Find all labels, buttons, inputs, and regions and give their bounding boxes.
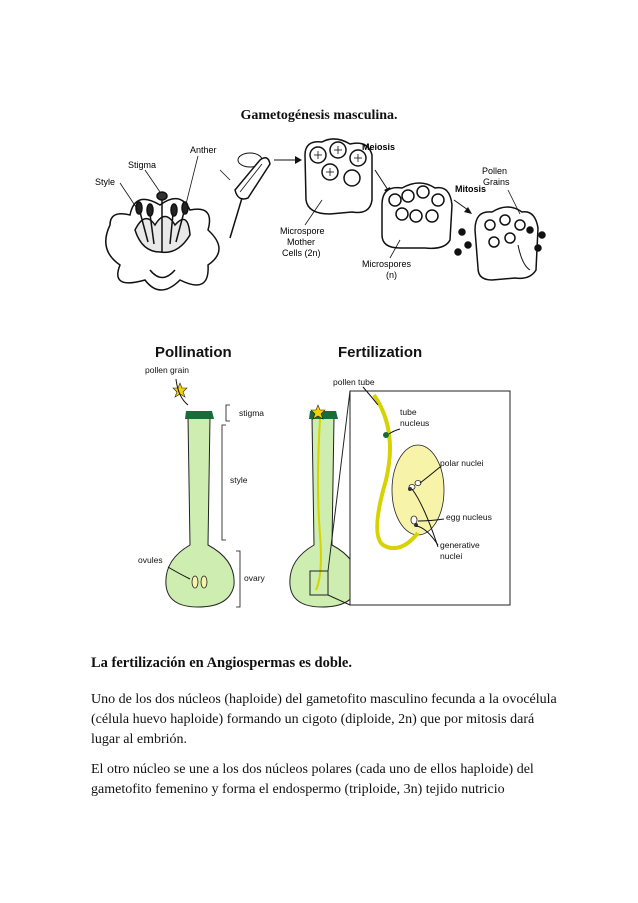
label-mmc-2: Mother xyxy=(287,237,315,247)
anther-illustration xyxy=(219,152,271,239)
label-stigma-2: stigma xyxy=(239,408,264,418)
label-microspores-2: (n) xyxy=(386,270,397,280)
pistil-fertilization xyxy=(289,404,359,608)
label-pollen-grains-1: Pollen xyxy=(482,166,507,176)
label-mitosis: Mitosis xyxy=(455,184,486,194)
label-meiosis: Meiosis xyxy=(362,142,395,152)
paragraph-1: Uno de los dos núcleos (haploide) del ga… xyxy=(91,692,557,747)
microspores-illustration xyxy=(381,182,453,250)
label-stigma: Stigma xyxy=(128,160,156,170)
label-mmc-1: Microspore xyxy=(280,226,325,236)
pollen-grains-illustration xyxy=(454,206,546,281)
pollination-fertilization-figure: Pollination Fertilization pollen grain s… xyxy=(138,344,511,608)
heading-fertilization: Fertilization xyxy=(338,344,422,361)
gametogenesis-figure: Style Stigma Anther Meiosis Microspore M… xyxy=(95,138,546,291)
microspore-mother-cells xyxy=(304,138,373,215)
flower-illustration xyxy=(105,191,220,291)
paragraph-2: El otro núcleo se une a los dos núcleos … xyxy=(91,762,534,797)
label-polar-nuclei: polar nuclei xyxy=(440,458,484,468)
label-generative-2: nuclei xyxy=(440,551,462,561)
label-generative-1: generative xyxy=(440,540,480,550)
pistil-pollination xyxy=(165,382,235,608)
heading-pollination: Pollination xyxy=(155,344,232,361)
page-title: Gametogénesis masculina. xyxy=(240,108,398,123)
section-heading: La fertilización en Angiospermas es dobl… xyxy=(91,655,352,671)
label-pollen-tube: pollen tube xyxy=(333,377,375,387)
label-anther: Anther xyxy=(190,145,217,155)
label-pollen-grain: pollen grain xyxy=(145,365,189,375)
label-tube-nucleus-1: tube xyxy=(400,407,417,417)
label-microspores-1: Microspores xyxy=(362,259,412,269)
label-egg-nucleus: egg nucleus xyxy=(446,512,492,522)
fertilization-zoom xyxy=(349,390,511,606)
label-tube-nucleus-2: nucleus xyxy=(400,418,429,428)
label-mmc-3: Cells (2n) xyxy=(282,248,321,258)
label-style-2: style xyxy=(230,475,248,485)
label-pollen-grains-2: Grains xyxy=(483,177,510,187)
label-ovary: ovary xyxy=(244,573,266,583)
label-style: Style xyxy=(95,177,115,187)
label-ovules: ovules xyxy=(138,555,163,565)
